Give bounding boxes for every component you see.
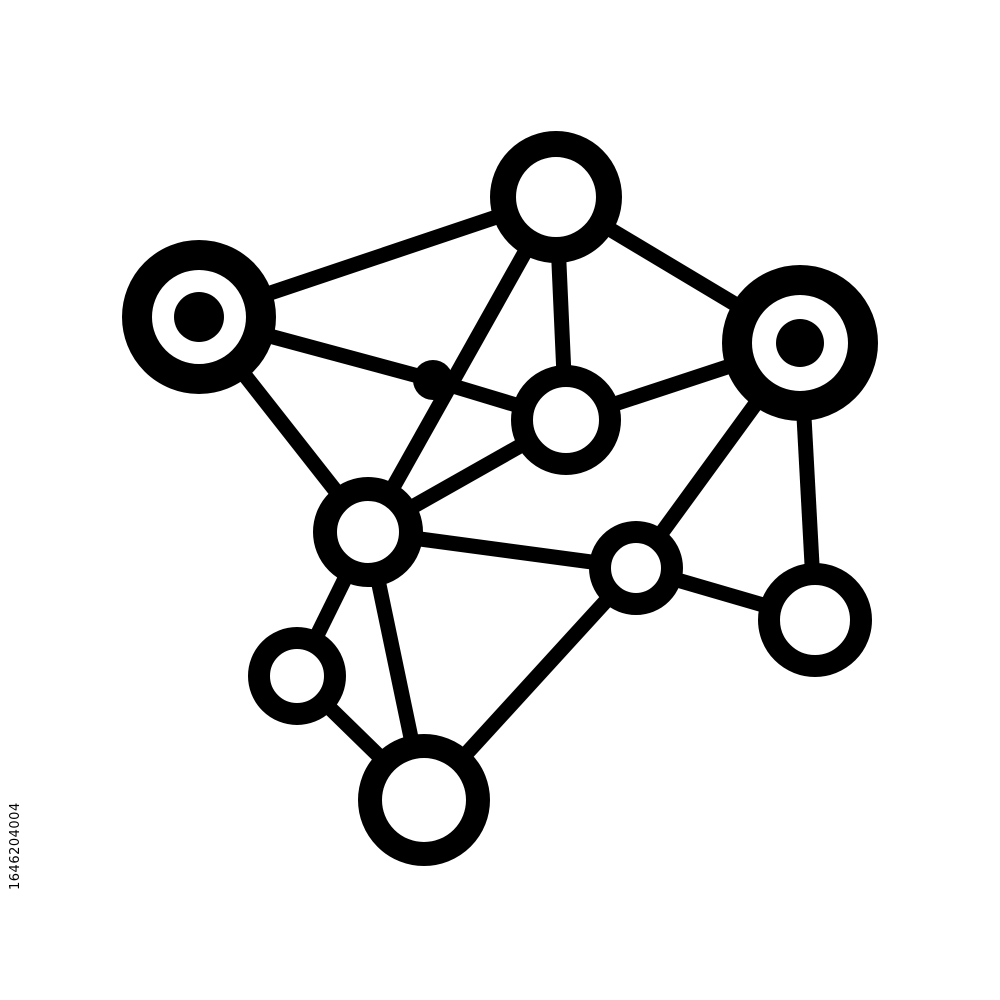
node-circle-icon bbox=[511, 365, 621, 475]
node-circle-icon bbox=[758, 563, 872, 677]
node-circle-icon bbox=[490, 131, 622, 263]
node-circle-icon bbox=[589, 521, 683, 615]
node-circle-icon bbox=[248, 627, 346, 725]
nodes bbox=[122, 131, 878, 866]
stock-image-id: 1646204004 bbox=[8, 802, 23, 890]
hub-node-icon bbox=[122, 240, 276, 394]
hub-node-icon bbox=[722, 265, 878, 421]
node-circle-icon bbox=[313, 477, 423, 587]
dot-node-icon bbox=[413, 360, 453, 400]
node-circle-icon bbox=[358, 734, 490, 866]
